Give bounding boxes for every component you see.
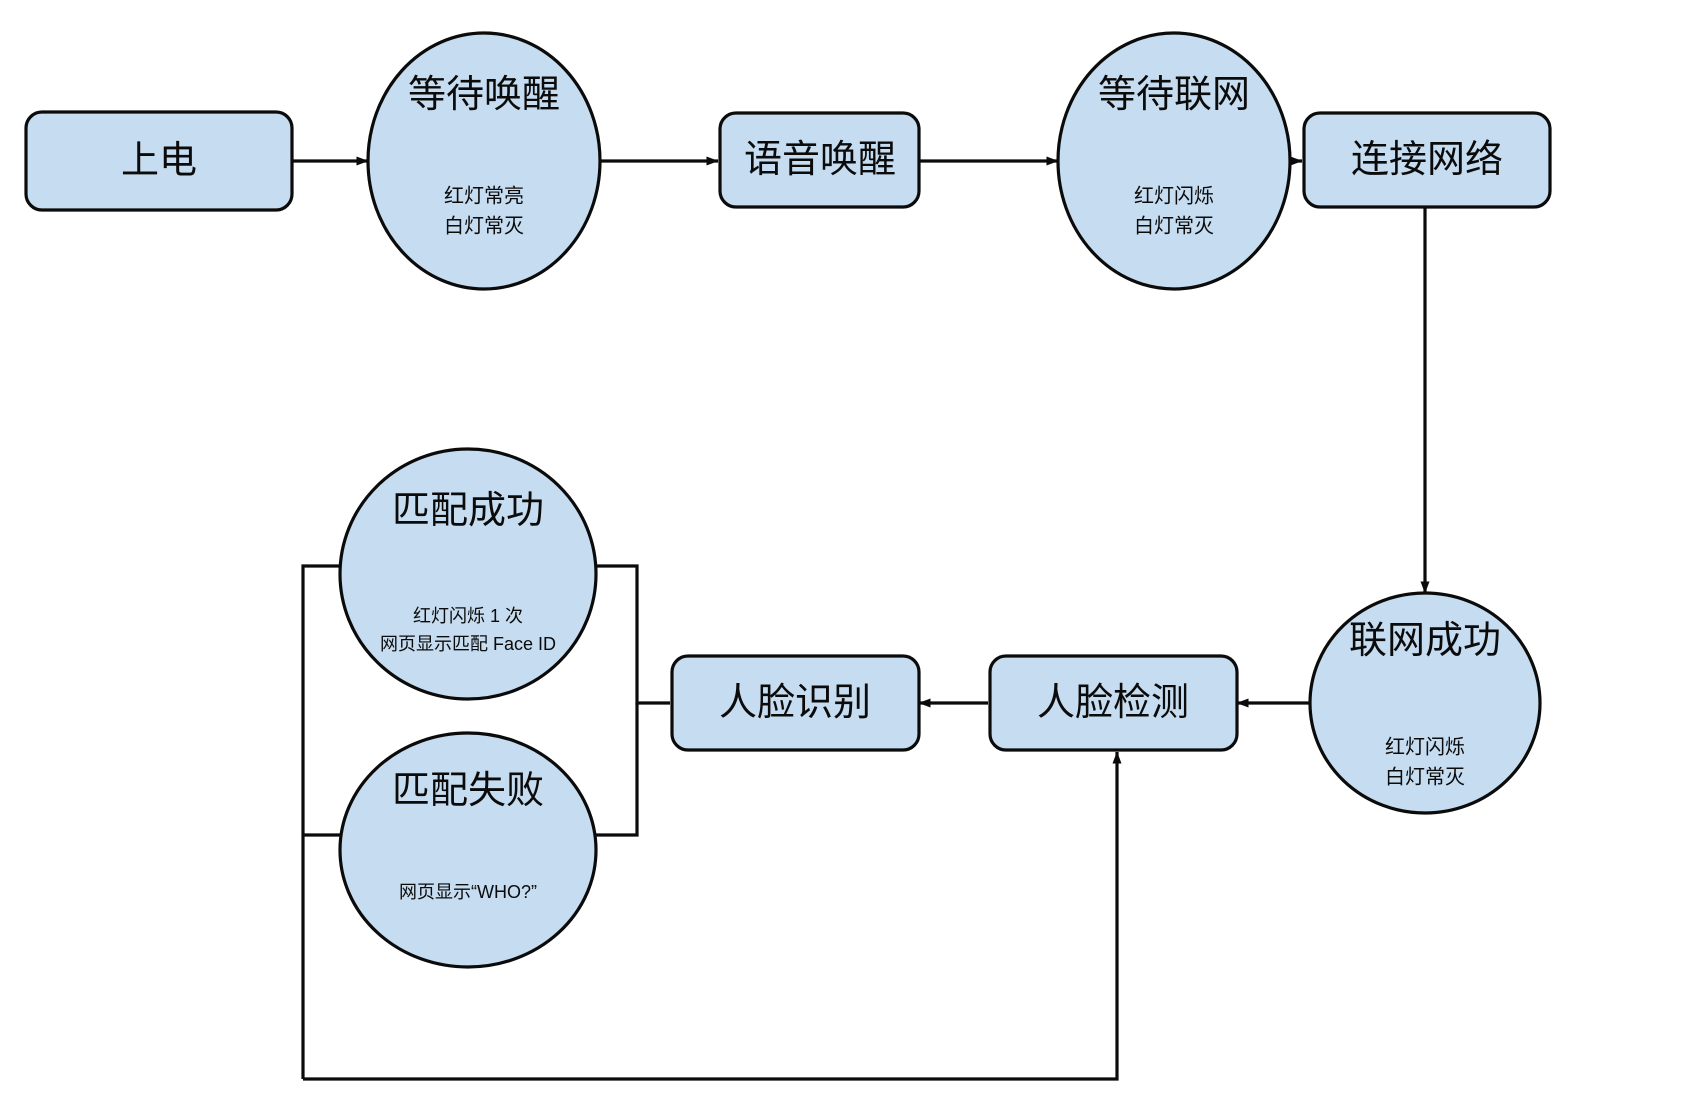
node-voice-wakeup-shape[interactable] xyxy=(718,111,921,209)
node-voice-wakeup-label: 语音唤醒 xyxy=(744,139,896,181)
node-match-success-sub-0: 红灯闪烁 1 次 xyxy=(413,606,523,626)
node-connect-network-label: 连接网络 xyxy=(1351,139,1503,181)
node-face-detect-shape[interactable] xyxy=(988,654,1239,752)
node-wait-network-sub-0: 红灯闪烁 xyxy=(1134,184,1214,207)
node-network-success-sub-0: 红灯闪烁 xyxy=(1385,735,1465,758)
node-wait-network-label: 等待联网 xyxy=(1098,74,1250,116)
node-wait-network-sub-1: 白灯常灭 xyxy=(1134,214,1214,237)
node-face-recognize[interactable]: 人脸识别 xyxy=(670,654,921,752)
edge-face-recognize-to-match-bracket xyxy=(301,564,670,1079)
node-power-on-shape[interactable] xyxy=(24,110,294,212)
node-face-recognize-label: 人脸识别 xyxy=(719,682,871,724)
node-power-on[interactable]: 上电 xyxy=(24,110,294,212)
node-connect-network[interactable]: 连接网络 xyxy=(1302,111,1552,209)
node-face-recognize-shape[interactable] xyxy=(670,654,921,752)
node-match-fail-label: 匹配失败 xyxy=(392,770,544,812)
node-face-detect[interactable]: 人脸检测 xyxy=(988,654,1239,752)
node-wait-wakeup-shape[interactable] xyxy=(366,31,602,291)
node-match-success[interactable]: 匹配成功 红灯闪烁 1 次 网页显示匹配 Face ID xyxy=(338,447,598,701)
node-match-success-label: 匹配成功 xyxy=(392,490,544,532)
node-match-success-sub-1: 网页显示匹配 Face ID xyxy=(380,634,556,654)
node-wait-wakeup[interactable]: 等待唤醒 红灯常亮 白灯常灭 xyxy=(366,31,602,291)
node-network-success[interactable]: 联网成功 红灯闪烁 白灯常灭 xyxy=(1308,591,1542,815)
node-match-fail-shape[interactable] xyxy=(338,731,598,969)
node-face-detect-label: 人脸检测 xyxy=(1037,682,1189,724)
node-match-fail-sub-0: 网页显示“WHO?” xyxy=(399,882,537,902)
node-match-fail[interactable]: 匹配失败 网页显示“WHO?” xyxy=(338,731,598,969)
node-wait-wakeup-sub-0: 红灯常亮 xyxy=(444,184,524,207)
node-network-success-shape[interactable] xyxy=(1308,591,1542,815)
node-wait-wakeup-label: 等待唤醒 xyxy=(408,74,560,116)
node-wait-network-shape[interactable] xyxy=(1056,31,1292,291)
node-wait-network[interactable]: 等待联网 红灯闪烁 白灯常灭 xyxy=(1056,31,1292,291)
node-power-on-label: 上电 xyxy=(121,140,197,182)
node-connect-network-shape[interactable] xyxy=(1302,111,1552,209)
node-voice-wakeup[interactable]: 语音唤醒 xyxy=(718,111,921,209)
node-network-success-label: 联网成功 xyxy=(1349,620,1501,662)
node-wait-wakeup-sub-1: 白灯常灭 xyxy=(444,214,524,237)
node-match-success-shape[interactable] xyxy=(338,447,598,701)
edge-match-fail-to-face-detect-loop xyxy=(303,751,1122,1081)
node-network-success-sub-1: 白灯常灭 xyxy=(1385,765,1465,788)
